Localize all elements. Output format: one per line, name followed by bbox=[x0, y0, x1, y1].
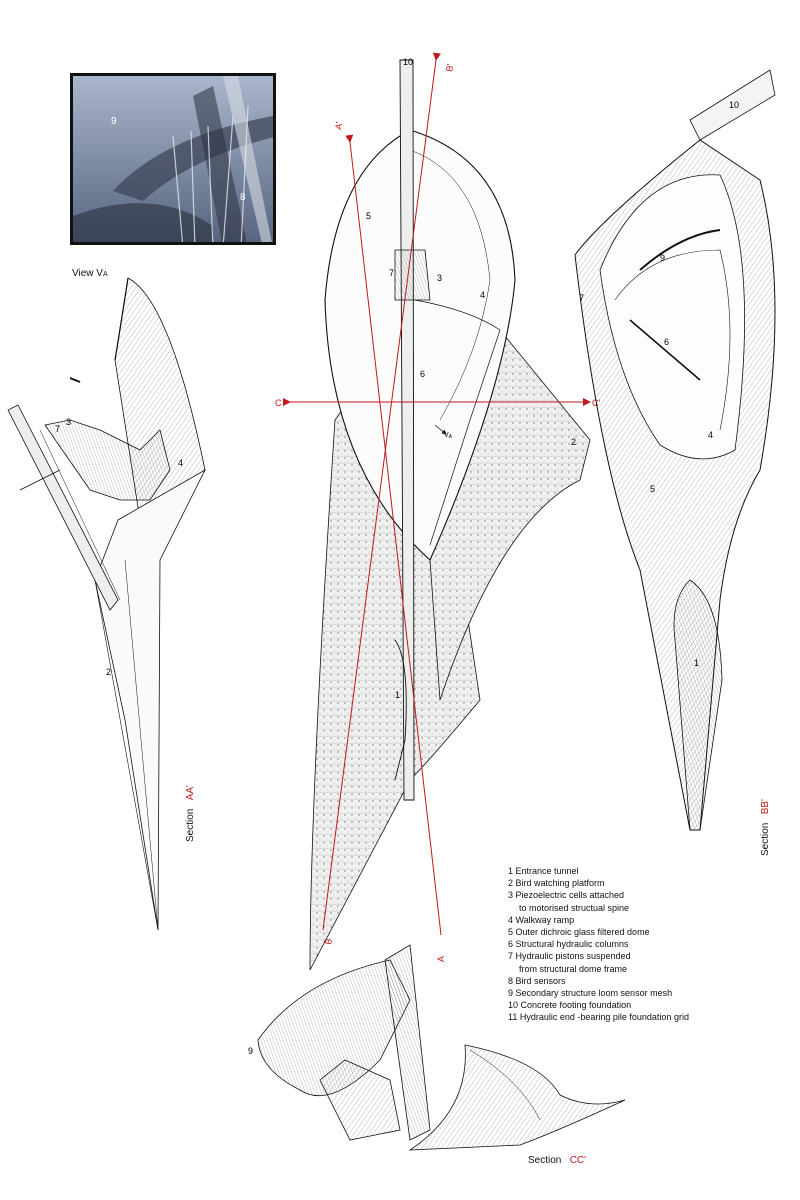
inset-render-graphic bbox=[73, 76, 273, 242]
legend-item: 11 Hydraulic end -bearing pile foundatio… bbox=[508, 1012, 689, 1023]
aa-callout-2: 2 bbox=[106, 667, 111, 677]
section-cc-code: CC' bbox=[569, 1155, 587, 1166]
plan-platform-right bbox=[429, 329, 591, 701]
plan-callout-6: 6 bbox=[420, 369, 425, 379]
cut-line-bb bbox=[322, 52, 441, 931]
section-bb-drawing bbox=[574, 69, 776, 831]
cc-callout-9: 9 bbox=[248, 1046, 253, 1056]
bb-callout-5: 5 bbox=[650, 484, 655, 494]
cc-base-structure bbox=[319, 1059, 401, 1141]
view-va-subscript: A bbox=[102, 271, 108, 278]
plan-callout-4: 4 bbox=[480, 290, 485, 300]
legend-item: 4 Walkway ramp bbox=[508, 914, 575, 925]
section-bb-code: BB' bbox=[760, 799, 771, 815]
cc-ramp-wing bbox=[408, 1044, 626, 1151]
section-aa-title: Section AA' bbox=[185, 785, 196, 842]
view-va-caption: View VA bbox=[72, 268, 108, 279]
cut-label-b-top: B' bbox=[444, 63, 455, 73]
legend-item: 1 Entrance tunnel bbox=[508, 866, 579, 876]
legend-item-continued: to motorised structual spine bbox=[519, 902, 630, 913]
cut-label-a-bottom: A bbox=[436, 956, 446, 962]
cut-label-c-left: C bbox=[275, 398, 282, 408]
cc-spine-assembly bbox=[384, 944, 431, 1141]
plan-callout-10: 10 bbox=[403, 57, 413, 67]
plan-callout-1: 1 bbox=[395, 690, 400, 700]
cut-label-b-bottom: B bbox=[323, 938, 334, 946]
legend-item: 5 Outer dichroic glass filtered dome bbox=[508, 927, 650, 938]
bb-foundation-block bbox=[689, 69, 776, 141]
bb-dome-interior bbox=[599, 174, 745, 460]
bb-callout-6: 6 bbox=[664, 337, 669, 347]
plan-callout-5: 5 bbox=[366, 211, 371, 221]
legend-item: 9 Secondary structure loom sensor mesh bbox=[508, 988, 673, 999]
aa-callout-3: 3 bbox=[66, 417, 71, 427]
legend-item-continued: from structural dome frame bbox=[519, 963, 628, 974]
aa-callout-4: 4 bbox=[178, 458, 183, 468]
plan-callout-7: 7 bbox=[389, 268, 394, 278]
legend-item: 7 Hydraulic pistons suspended bbox=[508, 951, 631, 962]
inset-label-8: 8 bbox=[240, 192, 246, 203]
legend-item: 8 Bird sensors bbox=[508, 975, 566, 986]
plan-view-arrow bbox=[434, 424, 447, 435]
inset-view-va-render: 9 8 bbox=[70, 73, 276, 245]
bb-callout-4: 4 bbox=[708, 430, 713, 440]
section-cc-drawing bbox=[257, 944, 626, 1151]
plan-view-arrow-label: VA bbox=[444, 432, 453, 440]
cut-line-aa bbox=[345, 134, 442, 936]
bb-callout-9: 9 bbox=[660, 253, 665, 263]
section-bb-prefix: Section bbox=[760, 822, 771, 856]
section-aa-prefix: Section bbox=[185, 808, 196, 842]
legend-item: 3 Piezoelectric cells attached bbox=[508, 890, 625, 901]
legend-item: 2 Bird watching platform bbox=[508, 878, 605, 889]
inset-label-9: 9 bbox=[111, 116, 117, 127]
section-aa-code: AA' bbox=[185, 785, 196, 801]
bb-callout-10: 10 bbox=[729, 100, 739, 110]
plan-outer-dome bbox=[324, 129, 516, 561]
legend-item: 6 Structural hydraulic columns bbox=[508, 939, 629, 950]
view-va-text: View V bbox=[72, 268, 103, 279]
plan-callout-3: 3 bbox=[437, 273, 442, 283]
plan-callout-2: 2 bbox=[571, 437, 576, 447]
plan-piezo-cells bbox=[394, 249, 431, 301]
aa-callout-7: 7 bbox=[55, 424, 60, 434]
aa-platform-wedge bbox=[94, 468, 206, 931]
section-cut-lines bbox=[283, 52, 591, 936]
section-cc-title: Section CC' bbox=[528, 1155, 586, 1166]
aa-piston-cluster bbox=[44, 419, 171, 501]
legend: 1 Entrance tunnel 2 Bird watching platfo… bbox=[508, 865, 689, 1024]
section-bb-title: Section BB' bbox=[760, 799, 771, 856]
bb-hydraulic-column bbox=[629, 319, 701, 381]
bb-entrance-tunnel bbox=[673, 579, 723, 831]
bb-loom-mesh-edge bbox=[639, 229, 721, 271]
legend-item: 10 Concrete footing foundation bbox=[508, 1000, 632, 1011]
cut-label-a-top: A' bbox=[333, 121, 344, 131]
section-aa-drawing bbox=[7, 277, 206, 931]
section-cc-prefix: Section bbox=[528, 1155, 562, 1166]
bb-callout-7: 7 bbox=[579, 293, 584, 303]
aa-ramp bbox=[7, 404, 119, 611]
plan-structural-spine bbox=[399, 59, 415, 801]
bb-callout-1: 1 bbox=[694, 658, 699, 668]
central-plan-drawing bbox=[309, 59, 591, 971]
